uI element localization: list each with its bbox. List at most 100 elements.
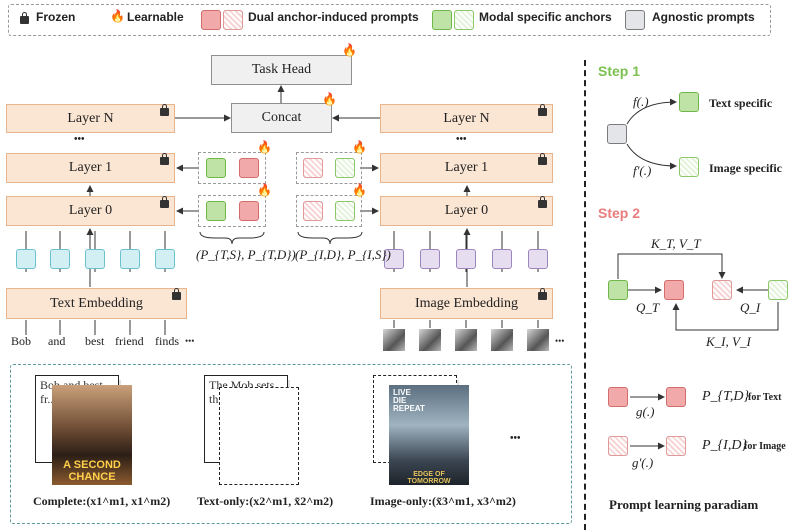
text-prompt-box-1 bbox=[198, 152, 266, 184]
image-patch-thumbnail bbox=[455, 329, 477, 351]
text-prompt-box-0 bbox=[198, 195, 266, 227]
ki-vi-label: K_I, V_I bbox=[706, 334, 751, 349]
legend-modal-specific: Modal specific anchors bbox=[479, 10, 612, 24]
word-token: and bbox=[48, 334, 66, 348]
lock-icon bbox=[160, 153, 169, 166]
image-prompt-flame-icon: 🔥 bbox=[352, 183, 367, 197]
step2-label: Step 2 bbox=[598, 205, 641, 221]
legend-dual-anchor: Dual anchor-induced prompts bbox=[248, 10, 419, 24]
lock-icon bbox=[538, 196, 547, 209]
text-specific-anchor bbox=[206, 201, 226, 221]
text-embedding-block: Text Embedding bbox=[6, 288, 187, 319]
legend-dual-solid-swatch bbox=[201, 10, 221, 30]
text-token bbox=[155, 249, 175, 269]
task-head-flame-icon: 🔥 bbox=[342, 43, 357, 57]
dataset-more: ••• bbox=[510, 433, 521, 444]
image-patch-thumbnail bbox=[491, 329, 513, 351]
legend-modal-solid-swatch bbox=[432, 10, 452, 30]
image-specific-label: Image specific bbox=[709, 161, 782, 175]
image-token bbox=[492, 249, 512, 269]
image-patch-thumbnail bbox=[383, 329, 405, 351]
ptd-suffix: for Text bbox=[748, 392, 782, 403]
text-dual-prompt bbox=[239, 158, 259, 178]
caption-image-only: Image-only:(x̃3^m1, x3^m2) bbox=[370, 494, 516, 508]
legend-bar bbox=[8, 4, 771, 36]
image-prompt-flame-icon: 🔥 bbox=[352, 140, 367, 154]
image-layer-0-label: Layer 0 bbox=[444, 203, 489, 218]
text-specific-anchor bbox=[206, 158, 226, 178]
word-token: ••• bbox=[185, 336, 195, 346]
image-token bbox=[384, 249, 404, 269]
paradigm-title: Prompt learning paradiam bbox=[609, 497, 759, 512]
image-prompt-pair-label: (P_{I,D}, P_{I,S}) bbox=[295, 247, 391, 262]
image-specific-anchor bbox=[679, 157, 699, 177]
text-token bbox=[16, 249, 36, 269]
text-token bbox=[120, 249, 140, 269]
image-patch-thumbnail bbox=[419, 329, 441, 351]
image-specific-anchor bbox=[335, 201, 355, 221]
lock-icon bbox=[538, 288, 547, 301]
text-only-missing-image bbox=[219, 387, 299, 485]
legend-dual-hatched-swatch bbox=[223, 10, 243, 30]
text-layer-n-label: Layer N bbox=[67, 110, 114, 126]
lock-icon bbox=[160, 104, 169, 117]
legend-frozen: Frozen bbox=[36, 10, 76, 24]
text-dual-prompt bbox=[239, 201, 259, 221]
g-prime-input-prompt bbox=[608, 436, 628, 456]
kt-vt-label: K_T, V_T bbox=[651, 236, 701, 251]
step2-image-dual-prompt bbox=[712, 280, 732, 300]
g-output-prompt bbox=[666, 387, 686, 407]
pid-label: P_{I,D} bbox=[702, 438, 748, 453]
step1-label: Step 1 bbox=[598, 63, 641, 79]
g-function-label: g(.) bbox=[636, 404, 655, 419]
complete-poster-title: A SECOND CHANCE bbox=[63, 459, 121, 483]
pid-suffix: for Image bbox=[744, 441, 786, 452]
image-patch-more: ••• bbox=[555, 336, 565, 346]
panel-divider bbox=[584, 60, 586, 530]
text-layer-1-label: Layer 1 bbox=[68, 160, 113, 175]
text-layer-n: Layer N bbox=[6, 104, 175, 133]
legend-agnostic: Agnostic prompts bbox=[652, 10, 755, 24]
ptd-label: P_{T,D} bbox=[702, 389, 750, 404]
step2-text-dual-prompt bbox=[664, 280, 684, 300]
text-prompt-flame-icon: 🔥 bbox=[257, 183, 272, 197]
g-prime-output-prompt bbox=[666, 436, 686, 456]
image-prompt-box-0 bbox=[296, 195, 362, 227]
image-prompt-box-1 bbox=[296, 152, 362, 184]
text-token bbox=[50, 249, 70, 269]
legend-modal-hatched-swatch bbox=[454, 10, 474, 30]
lock-icon bbox=[172, 288, 181, 301]
lock-icon bbox=[20, 12, 29, 25]
text-token bbox=[85, 249, 105, 269]
image-dots: ••• bbox=[456, 134, 467, 145]
step2-image-anchor bbox=[768, 280, 788, 300]
lock-icon bbox=[538, 104, 547, 117]
image-only-sample-poster: LIVE DIE REPEAT EDGE OF TOMORROW bbox=[389, 385, 469, 485]
image-token bbox=[420, 249, 440, 269]
legend-agnostic-swatch bbox=[625, 10, 645, 30]
image-layer-1-label: Layer 1 bbox=[444, 160, 489, 175]
dataset-panel bbox=[10, 364, 572, 524]
caption-complete: Complete:(x1^m1, x1^m2) bbox=[33, 494, 171, 508]
text-embedding-label: Text Embedding bbox=[50, 295, 143, 311]
image-dual-prompt bbox=[303, 158, 323, 178]
word-token: finds bbox=[155, 334, 179, 348]
text-prompt-flame-icon: 🔥 bbox=[257, 140, 272, 154]
text-layer-1: Layer 1 bbox=[6, 153, 175, 183]
concat-block: Concat bbox=[231, 103, 332, 133]
f-prime-function-label: f'(.) bbox=[633, 163, 652, 178]
image-embedding-label: Image Embedding bbox=[414, 295, 519, 311]
concat-flame-icon: 🔥 bbox=[322, 92, 337, 106]
agnostic-prompt bbox=[607, 124, 627, 144]
image-embedding-block: Image Embedding bbox=[380, 288, 553, 319]
g-prime-function-label: g'(.) bbox=[632, 455, 654, 470]
text-layer-0-label: Layer 0 bbox=[68, 203, 113, 218]
word-token: Bob bbox=[11, 334, 32, 348]
image-only-poster-top: LIVE DIE REPEAT bbox=[393, 388, 425, 413]
step2-text-anchor bbox=[608, 280, 628, 300]
image-token bbox=[456, 249, 476, 269]
task-head-block: Task Head bbox=[211, 55, 352, 85]
image-layer-1: Layer 1 bbox=[380, 153, 553, 183]
f-function-label: f(.) bbox=[633, 94, 649, 109]
